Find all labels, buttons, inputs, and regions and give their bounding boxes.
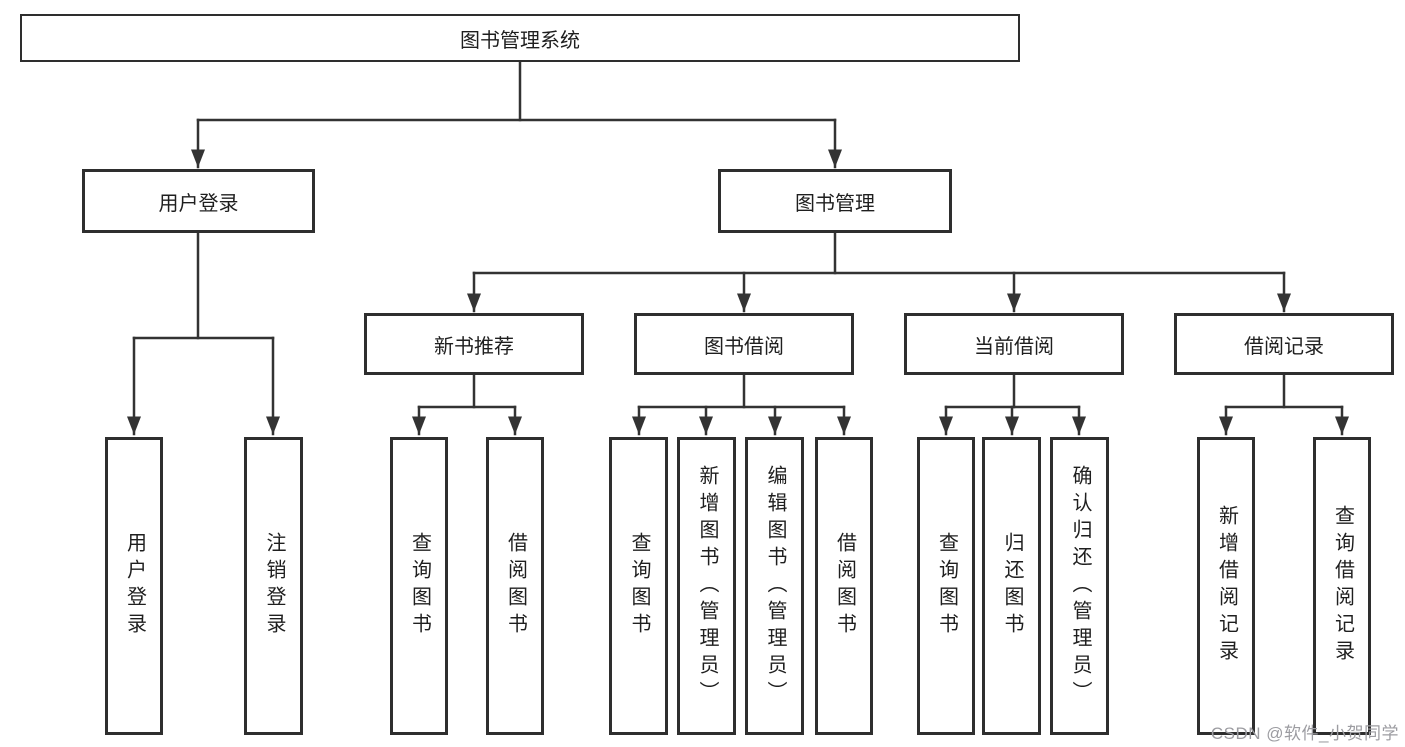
node-label: 用户登录 (158, 192, 239, 215)
leaf-edit-books-admin: 编辑图书（管理员） (745, 437, 804, 735)
leaf-label: 查询图书 (935, 532, 958, 640)
node-label: 图书借阅 (704, 335, 784, 358)
node-book-management: 图书管理 (718, 169, 952, 233)
leaf-add-books-admin: 新增图书（管理员） (677, 437, 736, 735)
node-label: 图书管理系统 (460, 29, 580, 52)
leaf-label: 查询图书 (628, 532, 650, 640)
node-new-book-recommend: 新书推荐 (364, 313, 584, 375)
node-label: 图书管理 (795, 192, 875, 215)
leaf-label: 借阅图书 (504, 532, 527, 640)
leaf-label: 确认归还（管理员） (1069, 464, 1091, 708)
leaf-label: 新增借阅记录 (1215, 505, 1238, 667)
leaf-label: 用户登录 (123, 532, 146, 640)
leaf-add-borrow-record: 新增借阅记录 (1197, 437, 1255, 735)
node-label: 借阅记录 (1244, 335, 1324, 358)
leaf-user-login: 用户登录 (105, 437, 163, 735)
leaf-return-books: 归还图书 (982, 437, 1041, 735)
node-label: 新书推荐 (434, 335, 514, 358)
leaf-label: 编辑图书（管理员） (764, 464, 786, 708)
leaf-label: 归还图书 (1001, 532, 1023, 640)
leaf-label: 查询图书 (408, 532, 431, 640)
leaf-label: 新增图书（管理员） (696, 464, 718, 708)
csdn-watermark: CSDN @软件_小贺同学 (1210, 724, 1399, 743)
leaf-query-books-current: 查询图书 (917, 437, 975, 735)
node-label: 当前借阅 (974, 335, 1054, 358)
node-user-login: 用户登录 (82, 169, 315, 233)
connector-group (127, 60, 1349, 436)
leaf-label: 查询借阅记录 (1331, 505, 1354, 667)
leaf-label: 借阅图书 (833, 532, 856, 640)
leaf-borrow-books: 借阅图书 (815, 437, 873, 735)
node-book-borrow: 图书借阅 (634, 313, 854, 375)
leaf-confirm-return-admin: 确认归还（管理员） (1050, 437, 1109, 735)
node-library-management-system: 图书管理系统 (20, 14, 1020, 62)
leaf-borrow-books-recommend: 借阅图书 (486, 437, 544, 735)
leaf-query-borrow-record: 查询借阅记录 (1313, 437, 1371, 735)
node-current-borrow: 当前借阅 (904, 313, 1124, 375)
leaf-logout: 注销登录 (244, 437, 303, 735)
leaf-query-books-borrow: 查询图书 (609, 437, 668, 735)
leaf-label: 注销登录 (263, 532, 285, 640)
leaf-query-books-recommend: 查询图书 (390, 437, 448, 735)
node-borrow-records: 借阅记录 (1174, 313, 1394, 375)
